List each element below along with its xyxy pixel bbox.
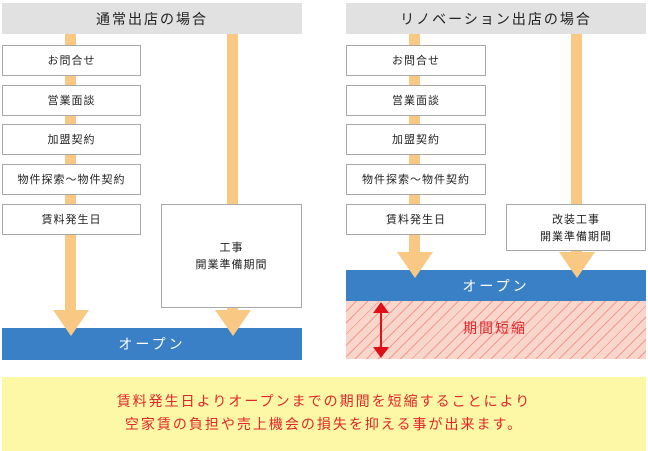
right-arrow-stem [227, 34, 238, 314]
step-box: お問合せ [346, 45, 486, 76]
work-line: 開業準備期間 [540, 229, 612, 243]
step-box: 賃料発生日 [2, 204, 141, 235]
note-box: 賃料発生日よりオープンまでの期間を短縮することにより 空家賃の負担や売上機会の損… [2, 377, 646, 451]
work-line: 改装工事 [552, 212, 600, 226]
step-box: 加盟契約 [346, 124, 486, 155]
open-bar: オープン [2, 328, 302, 360]
step-box: 物件探索〜物件契約 [2, 164, 141, 195]
double-arrow-icon [373, 302, 389, 358]
note-line: 賃料発生日よりオープンまでの期間を短縮することにより [116, 394, 532, 410]
step-box: 営業面談 [2, 85, 141, 116]
arrow-head-icon [215, 310, 251, 336]
left-title: 通常出店の場合 [2, 3, 302, 34]
shortened-area [346, 301, 646, 359]
right-title: リノベーション出店の場合 [346, 3, 646, 34]
arrow-head-icon [397, 252, 433, 278]
shortened-label: 期間短縮 [463, 321, 527, 337]
step-box: 営業面談 [346, 85, 486, 116]
work-box: 改装工事 開業準備期間 [506, 204, 646, 251]
open-bar: オープン [346, 270, 646, 301]
step-box: 加盟契約 [2, 124, 141, 155]
work-line: 開業準備期間 [195, 258, 268, 271]
note-line: 空家賃の負担や売上機会の損失を抑える事が出来ます。 [124, 417, 524, 433]
arrow-head-icon [53, 310, 89, 336]
work-box: 工事 開業準備期間 [161, 204, 302, 308]
right-arrow-stem [571, 34, 582, 256]
step-box: 賃料発生日 [346, 204, 486, 235]
work-line: 工事 [219, 241, 244, 254]
arrow-head-icon [559, 252, 595, 278]
step-box: 物件探索〜物件契約 [346, 164, 486, 195]
step-box: お問合せ [2, 45, 141, 76]
